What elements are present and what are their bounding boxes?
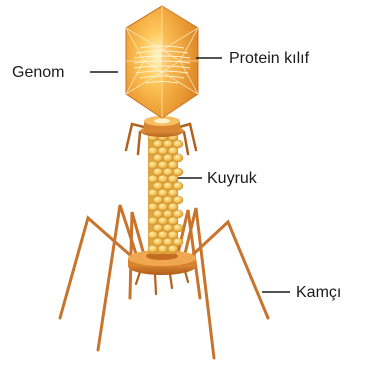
tail-bead <box>173 238 183 246</box>
tail-bead <box>148 147 158 155</box>
tail-bead <box>168 189 178 197</box>
tail-bead <box>163 168 173 176</box>
tail-bead <box>158 147 168 155</box>
tail-bead <box>153 182 163 190</box>
tail-bead <box>163 140 173 148</box>
tail-bead <box>168 245 178 253</box>
tail-bead <box>168 217 178 225</box>
tail-bead <box>148 217 158 225</box>
label-tail-fiber-group: Kamçı <box>262 284 341 301</box>
tail-bead <box>163 154 173 162</box>
tail-bead <box>148 231 158 239</box>
tail-bead <box>148 175 158 183</box>
tail-bead <box>168 175 178 183</box>
tail-bead <box>148 203 158 211</box>
label-tail: Kuyruk <box>207 170 258 187</box>
base-plate <box>128 250 196 294</box>
tail-bead <box>148 161 158 169</box>
tail-bead <box>158 161 168 169</box>
tail-bead <box>173 224 183 232</box>
tail-bead <box>163 224 173 232</box>
label-tail-group: Kuyruk <box>178 170 258 187</box>
capsid-head <box>126 6 198 118</box>
tail-bead <box>158 231 168 239</box>
label-genome-group: Genom <box>12 64 118 81</box>
tail-bead <box>148 245 158 253</box>
label-genome: Genom <box>12 64 64 81</box>
tail-bead <box>163 210 173 218</box>
tail-bead <box>173 154 183 162</box>
tail-bead <box>158 217 168 225</box>
label-protein-coat: Protein kılıf <box>229 50 310 67</box>
tail-bead <box>153 154 163 162</box>
tail-bead <box>173 196 183 204</box>
tail-bead <box>158 245 168 253</box>
tail-bead <box>153 224 163 232</box>
tail-bead <box>158 175 168 183</box>
label-tail-fiber: Kamçı <box>296 284 341 301</box>
tail-sheath <box>148 132 183 254</box>
tail-bead <box>173 182 183 190</box>
tail-bead <box>168 161 178 169</box>
tail-bead <box>153 196 163 204</box>
tail-fiber-left-inner <box>98 205 140 350</box>
tail-bead <box>163 238 173 246</box>
tail-bead <box>153 168 163 176</box>
tail-bead <box>158 189 168 197</box>
tail-bead <box>153 140 163 148</box>
tail-bead <box>173 210 183 218</box>
tail-fiber-left-outer <box>60 218 138 318</box>
tail-bead <box>168 147 178 155</box>
tail-bead <box>173 140 183 148</box>
tail-bead <box>153 210 163 218</box>
tail-bead <box>158 203 168 211</box>
tail-bead <box>163 196 173 204</box>
tail-bead <box>163 182 173 190</box>
label-protein-coat-group: Protein kılıf <box>196 50 310 67</box>
tail-bead <box>173 168 183 176</box>
tail-bead <box>153 238 163 246</box>
tail-bead <box>148 189 158 197</box>
tail-bead <box>168 203 178 211</box>
tail-bead <box>168 231 178 239</box>
